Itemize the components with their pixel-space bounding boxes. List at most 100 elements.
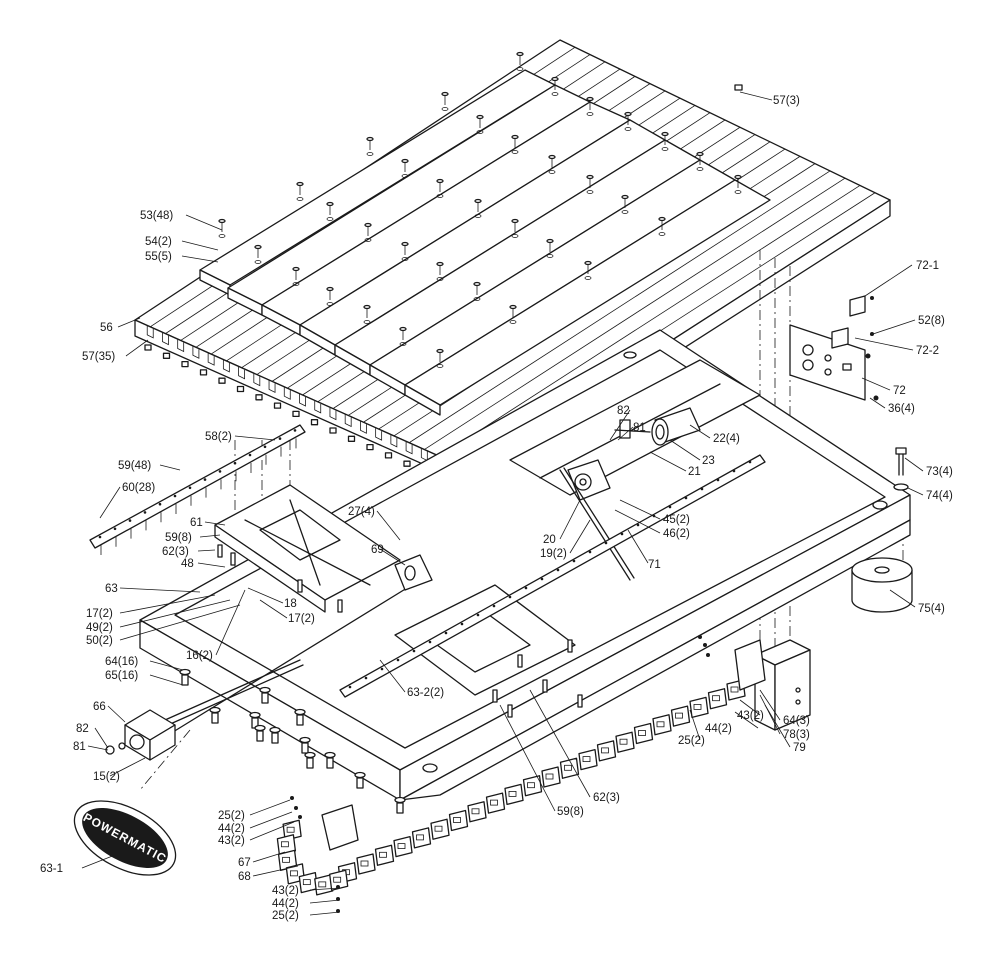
rail-hole bbox=[748, 460, 752, 464]
hardware-fasteners bbox=[179, 544, 583, 814]
chain-link-window bbox=[280, 841, 289, 848]
t-slot bbox=[439, 185, 861, 457]
screw-head bbox=[509, 304, 517, 310]
screw-head bbox=[551, 76, 559, 82]
callout-18: 18 bbox=[284, 598, 297, 610]
chain-link bbox=[707, 688, 728, 710]
callout-67: 67 bbox=[238, 857, 251, 869]
callout-52-8: 52(8) bbox=[918, 315, 945, 327]
callout-53-48: 53(48) bbox=[140, 210, 173, 222]
washer bbox=[249, 711, 261, 719]
bolt-and-washer bbox=[893, 447, 909, 491]
screw-head bbox=[548, 154, 556, 160]
t-nut bbox=[255, 394, 263, 401]
t-slot-notch bbox=[299, 394, 306, 407]
cap-screw bbox=[217, 544, 223, 558]
screw-head bbox=[364, 222, 372, 228]
chain-link bbox=[448, 809, 469, 832]
screw-head bbox=[511, 218, 519, 224]
bolt bbox=[211, 712, 219, 724]
bolt bbox=[306, 757, 314, 769]
callout-79: 79 bbox=[793, 742, 806, 754]
screw-hole bbox=[441, 107, 449, 111]
spoil-board-edge bbox=[404, 384, 441, 416]
rail-hole bbox=[572, 559, 576, 563]
t-slot-notch bbox=[360, 421, 367, 434]
callout-21: 21 bbox=[688, 466, 701, 478]
chain-link bbox=[282, 819, 302, 841]
screw-head bbox=[218, 218, 226, 224]
chain-link-window bbox=[656, 721, 665, 728]
chain-link-window bbox=[619, 738, 628, 745]
t-slot-notch bbox=[207, 353, 215, 366]
callout-16-2: 16(2) bbox=[186, 650, 213, 662]
screw-head bbox=[296, 181, 304, 187]
screw-hole bbox=[436, 277, 444, 281]
callout-23: 23 bbox=[702, 455, 715, 467]
chain-link bbox=[411, 827, 432, 849]
t-nut bbox=[366, 443, 374, 451]
rail-hole bbox=[128, 519, 132, 522]
screw-head bbox=[436, 178, 444, 184]
chain-fastener bbox=[294, 806, 298, 810]
chain-link bbox=[393, 835, 413, 858]
callout-59-8-left: 59(8) bbox=[165, 532, 192, 544]
chain-link bbox=[276, 834, 297, 856]
t-slot-notch bbox=[162, 332, 169, 346]
rail-hole bbox=[248, 453, 252, 457]
chain-link bbox=[596, 740, 617, 762]
rail-hole bbox=[684, 496, 688, 500]
bolt bbox=[261, 692, 269, 704]
washer bbox=[394, 796, 406, 804]
rail-hole bbox=[218, 470, 222, 473]
t-slot-notch bbox=[222, 359, 230, 373]
rail-hole bbox=[716, 478, 720, 482]
callout-48: 48 bbox=[181, 558, 194, 570]
callout-25-2-right: 25(2) bbox=[678, 735, 705, 747]
t-slot-notch bbox=[329, 407, 337, 421]
chain-link bbox=[356, 853, 376, 875]
cap-screw bbox=[297, 579, 303, 593]
t-nut bbox=[292, 410, 300, 418]
t-slot bbox=[408, 170, 831, 444]
callout-73-4: 73(4) bbox=[926, 466, 953, 478]
bolt bbox=[256, 730, 264, 742]
screw-head bbox=[516, 51, 524, 57]
motor-assembly bbox=[559, 407, 701, 581]
rail-hole bbox=[540, 577, 544, 581]
chain-link bbox=[329, 869, 349, 891]
cap-screw bbox=[542, 679, 548, 693]
chain-end-bracket bbox=[734, 639, 766, 691]
screw-hole bbox=[658, 232, 666, 236]
screw-head bbox=[326, 201, 334, 207]
rail-hole bbox=[476, 613, 480, 617]
t-nut bbox=[218, 377, 226, 384]
chain-link-window bbox=[397, 843, 406, 849]
callout-81-left: 81 bbox=[73, 741, 86, 753]
linear-rails bbox=[89, 424, 766, 698]
bolt bbox=[356, 777, 364, 789]
screw-hole bbox=[363, 320, 371, 324]
screw-hole bbox=[586, 190, 594, 194]
callout-15-2: 15(2) bbox=[93, 771, 120, 783]
bolt bbox=[326, 757, 334, 769]
rail-hole bbox=[460, 622, 464, 626]
bolt bbox=[396, 802, 404, 814]
callout-labels: 57(3) 53(48) 54(2) 55(5) 56 57(35) 72-1 … bbox=[40, 95, 953, 922]
washer bbox=[304, 751, 316, 759]
chain-link-window bbox=[434, 825, 443, 832]
rail-hole bbox=[348, 685, 352, 689]
t-slot bbox=[424, 177, 846, 450]
chain-link-window bbox=[282, 856, 290, 863]
screw-head bbox=[546, 238, 554, 244]
chain-end-bracket bbox=[321, 804, 359, 851]
screw-head bbox=[584, 260, 592, 266]
t-slot-notch bbox=[253, 373, 261, 387]
cable-chain bbox=[276, 635, 766, 913]
callout-69: 69 bbox=[371, 544, 384, 556]
screw-head bbox=[624, 111, 632, 117]
callout-62-3-left: 62(3) bbox=[162, 546, 189, 558]
screw-head bbox=[658, 216, 666, 222]
chain-link bbox=[633, 722, 654, 745]
t-slot-notch bbox=[344, 414, 352, 428]
